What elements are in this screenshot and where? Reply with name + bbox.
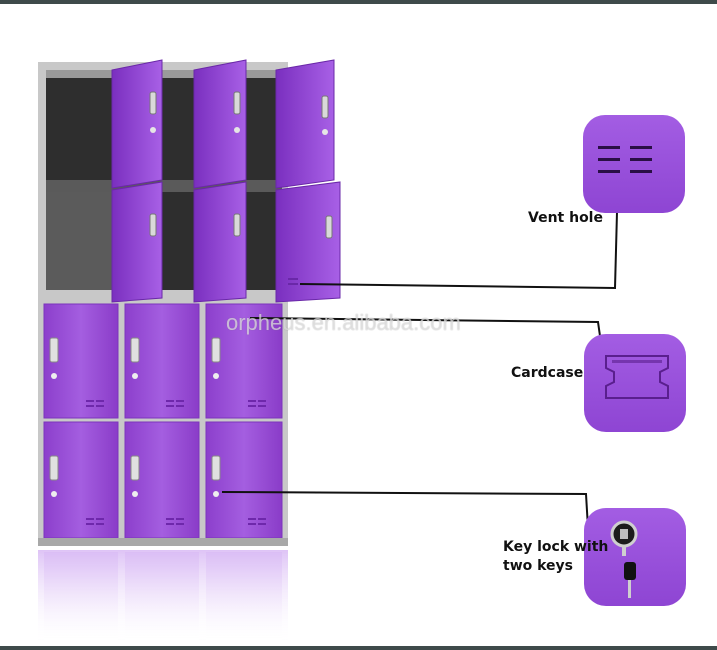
top-frame-bar xyxy=(0,0,717,4)
callout-label-key-lock: Key lock with two keys xyxy=(503,539,609,574)
watermark-text: orpheus.en.alibaba.com xyxy=(226,310,461,335)
cardcase-icon xyxy=(584,334,686,432)
callout-label-vent-hole: Vent hole xyxy=(528,210,603,226)
bottom-frame-bar xyxy=(0,646,717,650)
callout-label-cardcase: Cardcase xyxy=(511,365,584,381)
key-lock-icon xyxy=(584,508,686,606)
locker-cabinet xyxy=(38,59,341,546)
leader-line-vent-hole xyxy=(299,211,618,290)
vent-slots-icon xyxy=(583,115,685,213)
shelf-divider xyxy=(46,180,282,192)
closed-doors xyxy=(43,303,283,539)
leader-line-key-lock xyxy=(221,491,589,529)
door-handle xyxy=(321,95,329,119)
cabinet-reflection xyxy=(38,550,288,645)
door-handle xyxy=(233,91,241,115)
door-handle xyxy=(149,91,157,115)
open-doors-middle-row xyxy=(111,181,341,303)
open-doors-upper-row xyxy=(111,59,335,189)
leader-line-cardcase xyxy=(249,317,601,337)
leader-lines xyxy=(221,211,618,529)
